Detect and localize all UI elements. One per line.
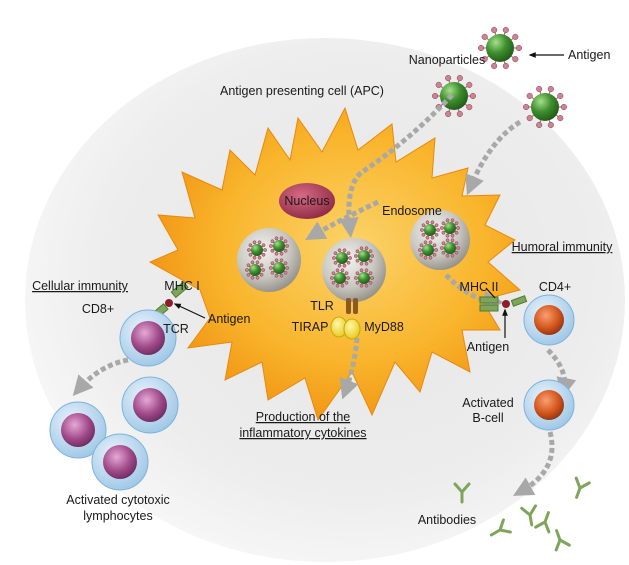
nanoparticles	[432, 26, 567, 129]
endosome-left	[237, 228, 301, 292]
arrow-cd8-to-cytotoxic	[72, 357, 129, 397]
endosome-particles	[245, 218, 460, 288]
antibody-3	[520, 504, 538, 527]
cd4-label: CD4+	[539, 280, 571, 294]
endosome-nanoparticle-3-3	[418, 240, 438, 260]
nanoparticles-label: Nanoparticles	[409, 53, 485, 67]
cd8-label: CD8+	[82, 302, 114, 316]
endosome-nanoparticle-1-1	[247, 240, 267, 260]
cd4-cell	[523, 294, 575, 346]
arrow-to-middle-endosome	[338, 93, 454, 238]
cytotoxic-label-line1: Activated cytotoxic	[66, 493, 170, 507]
endosome-nanoparticle-2-3	[330, 268, 350, 288]
endosome-nanoparticle-2-2	[354, 246, 374, 266]
nanoparticle-3	[523, 85, 567, 129]
pathway-arrows	[72, 93, 577, 496]
antibody-6	[534, 511, 551, 534]
activated-b-cell	[523, 379, 575, 431]
arrow-to-right-endosome	[465, 119, 522, 196]
production-label-line1: Production of the	[256, 410, 351, 424]
cytotoxic-cell-1	[49, 401, 107, 459]
arrow-middle-to-left	[305, 199, 380, 240]
nanoparticle-1	[478, 26, 522, 70]
endosome-middle	[322, 238, 386, 302]
tlr-label: TLR	[310, 299, 334, 313]
tlr-complex	[330, 298, 361, 340]
nucleus	[279, 183, 335, 219]
apc-label: Antigen presenting cell (APC)	[220, 84, 384, 98]
tcr-label: TCR	[163, 322, 189, 336]
antibody-1	[453, 482, 471, 504]
endosome-nanoparticle-3-1	[420, 220, 440, 240]
myd88-label: MyD88	[364, 320, 404, 334]
endosome-nanoparticle-3-2	[440, 218, 460, 238]
myd88-shape	[343, 318, 361, 340]
endosome-right	[410, 210, 470, 270]
cellular-immunity-label: Cellular immunity	[32, 279, 129, 293]
production-label-line2: inflammatory cytokines	[239, 426, 366, 440]
antibody-4	[489, 518, 512, 537]
cytotoxic-cell-2	[121, 376, 179, 434]
endosome-nanoparticle-3-4	[440, 238, 460, 258]
cytotoxic-cell-3	[91, 433, 149, 491]
endosome-nanoparticle-1-4	[269, 258, 289, 278]
tirap-label: TIRAP	[292, 320, 329, 334]
antibody-2	[574, 476, 591, 499]
activated-bcell-label-line2: B-cell	[472, 411, 503, 425]
endosome-nanoparticle-2-1	[332, 248, 352, 268]
endosome-label: Endosome	[382, 204, 442, 218]
endosome-nanoparticle-1-2	[269, 236, 289, 256]
endosome-nanoparticle-2-4	[354, 268, 374, 288]
mhc1-label: MHC I	[164, 279, 199, 293]
antibodies-group	[453, 476, 591, 552]
humoral-immunity-label: Humoral immunity	[512, 240, 613, 254]
antigen-top-label: Antigen	[568, 48, 610, 62]
mhc2-complex	[479, 287, 528, 338]
antibody-5	[554, 529, 571, 552]
activated-bcell-label-line1: Activated	[462, 396, 513, 410]
antibodies-label: Antibodies	[418, 513, 476, 527]
cd8-t-cell	[119, 309, 177, 367]
mhc2-label: MHC II	[460, 280, 499, 294]
arrow-to-cytokines	[339, 337, 360, 400]
nucleus-label: Nucleus	[284, 194, 329, 208]
antigen-right-label: Antigen	[467, 340, 509, 354]
endosome-nanoparticle-1-3	[245, 260, 265, 280]
cytotoxic-label-line2: lymphocytes	[83, 509, 152, 523]
antigen-left-label: Antigen	[208, 312, 250, 326]
arrow-bcell-to-antibodies	[512, 431, 555, 496]
